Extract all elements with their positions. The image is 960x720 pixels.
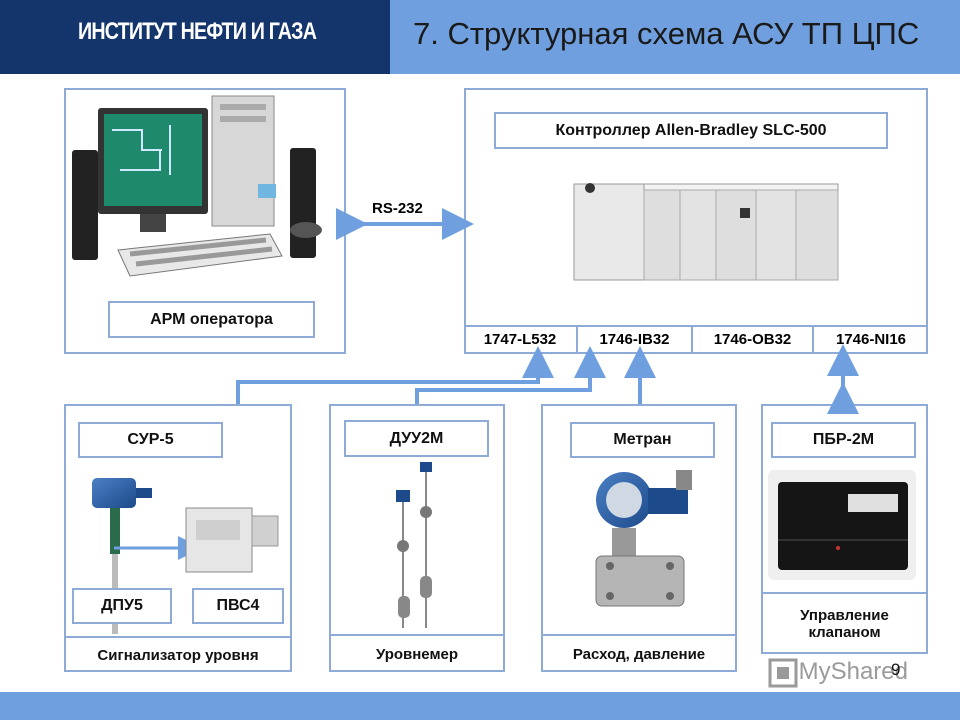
page-number: 9 bbox=[891, 660, 901, 679]
level-meter-connection bbox=[415, 346, 606, 404]
header-logo-area: ИНСТИТУТ НЕФТИ И ГАЗА bbox=[0, 0, 390, 74]
valve-controller-image bbox=[768, 470, 916, 580]
operator-label: АРМ оператора bbox=[108, 301, 315, 338]
valve-control-caption: Управление клапаном bbox=[761, 592, 928, 654]
watermark-text: MyShared bbox=[798, 658, 908, 685]
header-title-area bbox=[390, 0, 960, 74]
institute-logo-text: ИНСТИТУТ НЕФТИ И ГАЗА bbox=[78, 18, 317, 45]
level-alarm-caption: Сигнализатор уровня bbox=[64, 636, 292, 672]
module-cell-input: 1746-IB32 bbox=[576, 325, 691, 353]
module-cell-analog: 1746-NI16 bbox=[812, 325, 928, 353]
level-meter-image bbox=[396, 462, 432, 628]
watermark-logo-icon bbox=[768, 658, 798, 688]
controller-label: Контроллер Allen-Bradley SLC-500 bbox=[494, 112, 888, 149]
level-sensor-label: ДПУ5 bbox=[72, 588, 172, 624]
level-meter-caption: Уровнемер bbox=[329, 634, 505, 672]
flow-pressure-label: Метран bbox=[570, 422, 715, 458]
slide-title: 7. Структурная схема АСУ ТП ЦПС bbox=[413, 16, 920, 51]
rs232-label: RS-232 bbox=[372, 200, 423, 217]
controller-modules-strip bbox=[464, 325, 928, 354]
level-alarm-connection bbox=[236, 346, 554, 404]
module-cell-cpu: 1747-L532 bbox=[483, 330, 557, 348]
level-meter-label: ДУУ2М bbox=[344, 420, 489, 457]
module-cell-output: 1746-OB32 bbox=[691, 325, 812, 353]
footer-bar bbox=[0, 692, 960, 720]
plc-rack-image bbox=[573, 183, 839, 281]
valve-control-label: ПБР-2М bbox=[771, 422, 916, 458]
watermark: MyShared bbox=[768, 656, 908, 688]
signal-converter-image bbox=[185, 507, 279, 573]
flow-pressure-caption: Расход, давление bbox=[541, 634, 737, 672]
level-alarm-label: СУР-5 bbox=[78, 422, 223, 458]
computer-icon bbox=[72, 95, 322, 277]
pressure-transmitter-image bbox=[595, 470, 692, 607]
signal-converter-label: ПВС4 bbox=[192, 588, 284, 624]
